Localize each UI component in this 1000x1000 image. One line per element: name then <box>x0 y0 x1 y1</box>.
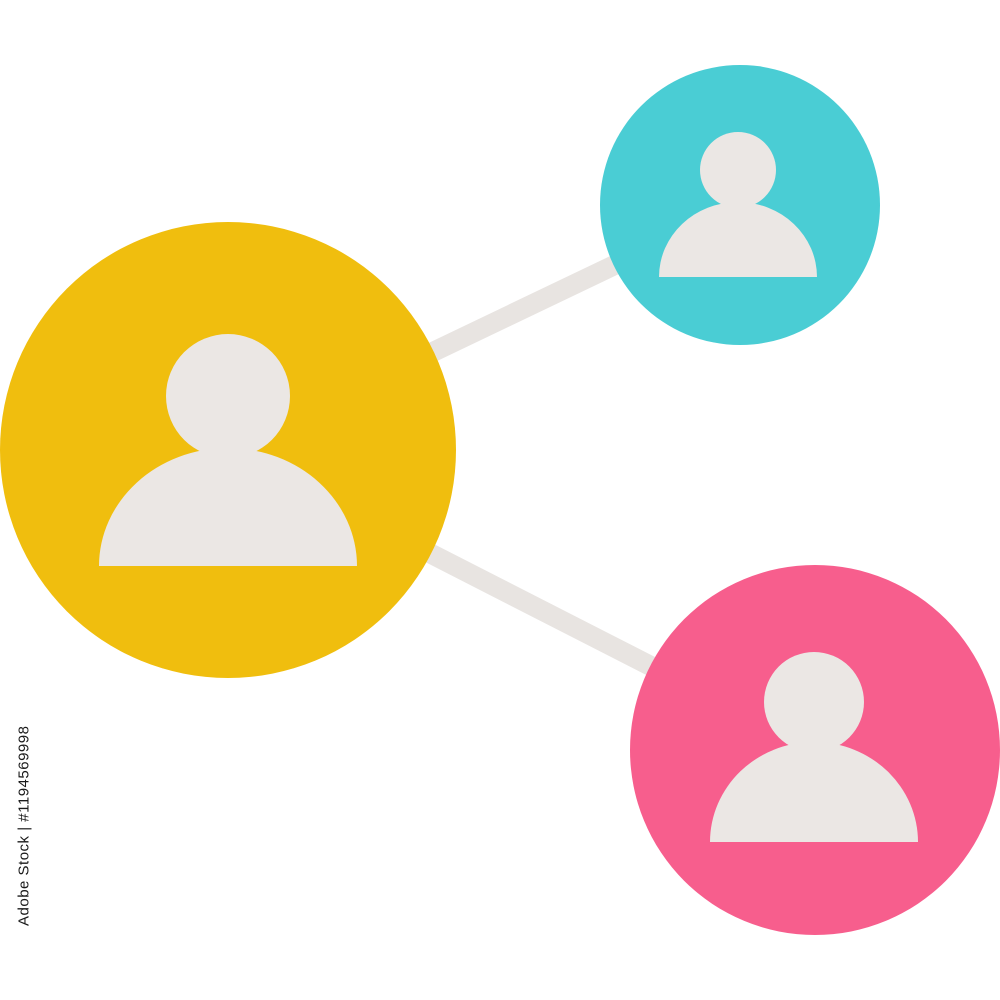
bottom-user-node <box>630 565 1000 935</box>
bottom-user-icon <box>710 652 918 842</box>
stock-id-text: Adobe Stock | #1194569998 <box>15 725 33 927</box>
top-user-node <box>600 65 880 345</box>
main-user-node <box>0 222 456 678</box>
top-user-icon <box>659 132 817 277</box>
main-user-icon <box>99 334 357 566</box>
